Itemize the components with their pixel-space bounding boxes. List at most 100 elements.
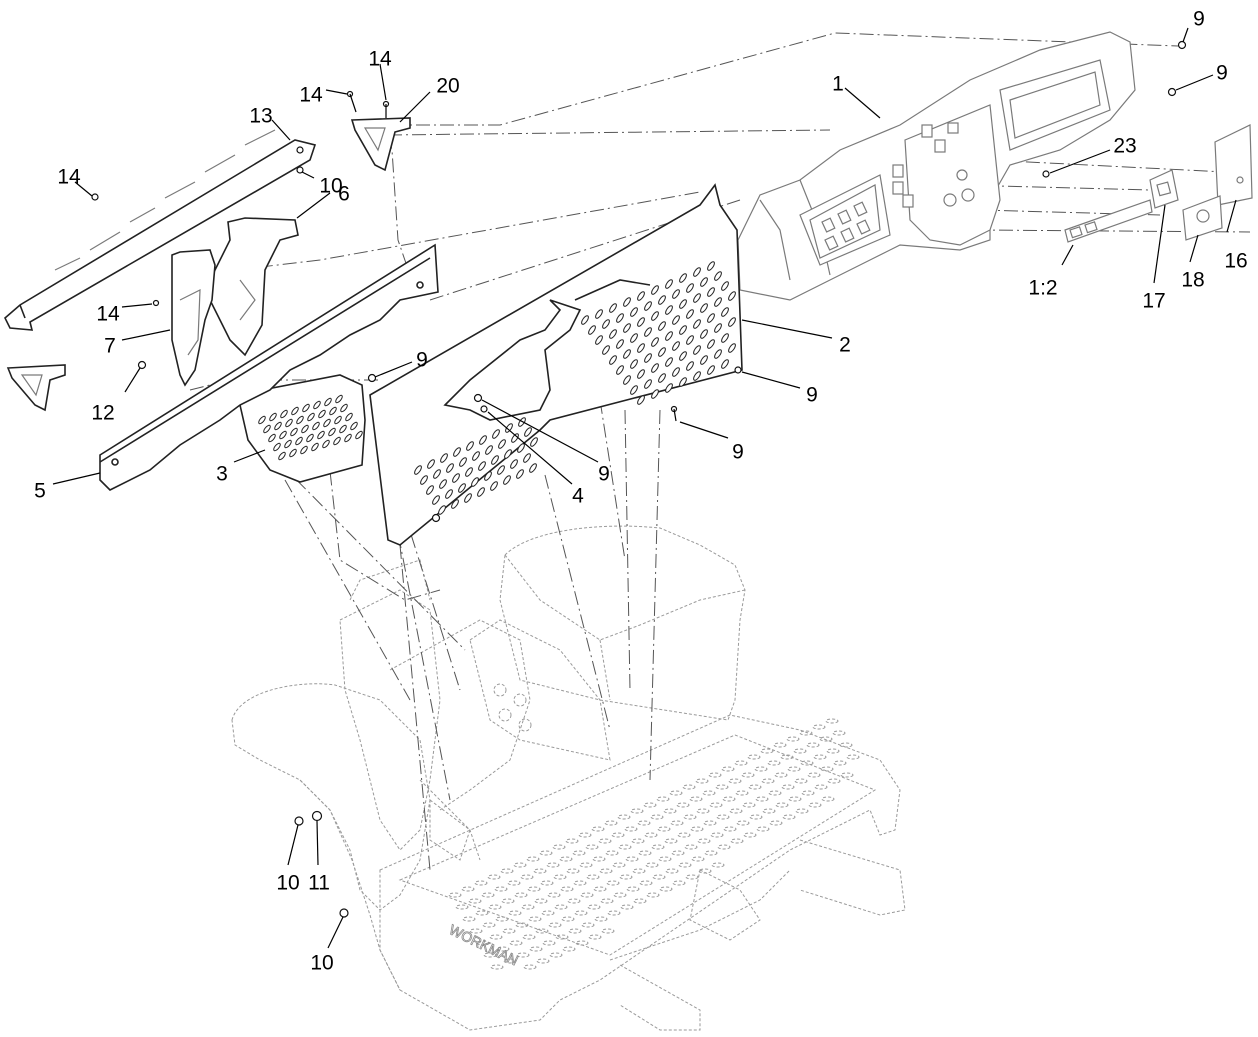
perforation-slot	[717, 844, 731, 850]
perforation-slot	[339, 424, 347, 434]
perforation-slot	[285, 418, 293, 428]
perforation-slot	[466, 441, 474, 451]
perforation-slot	[730, 838, 744, 844]
perforation-slot	[721, 766, 735, 772]
perforation-slot	[438, 505, 446, 515]
perforation-slot	[665, 331, 673, 341]
perforation-slot	[716, 814, 730, 820]
perforation-slot	[693, 319, 701, 329]
perforation-slot	[651, 844, 665, 850]
perforation-slot	[609, 329, 617, 339]
perforation-slot	[672, 367, 680, 377]
perforation-slot	[714, 297, 722, 307]
perforation-slot	[846, 754, 860, 760]
perforation-slot	[833, 760, 847, 766]
perforation-slot	[280, 409, 288, 419]
perforation-slot	[707, 261, 715, 271]
perforation-slot	[301, 424, 309, 434]
perforation-slot	[665, 357, 673, 367]
perforation-slot	[756, 826, 770, 832]
perforation-slot	[509, 940, 523, 946]
perforation-slot	[807, 772, 821, 778]
perforation-slot	[609, 355, 617, 365]
perforation-slot	[696, 808, 710, 814]
perforation-slot	[539, 850, 553, 856]
perforation-slot	[819, 736, 833, 742]
perforation-slot	[616, 313, 624, 323]
perforation-slot	[658, 321, 666, 331]
perforation-slot	[588, 934, 602, 940]
perforation-slot	[503, 958, 517, 964]
perforation-slot	[505, 423, 513, 433]
callout-10-b: 10	[276, 872, 299, 895]
perforation-slot	[643, 802, 657, 808]
perforation-slot	[517, 443, 525, 453]
callout-4: 4	[572, 485, 584, 508]
dash-panel-part-1	[737, 31, 1136, 301]
perforation-slot	[670, 820, 684, 826]
perforation-slot	[500, 868, 514, 874]
perforation-slot	[714, 349, 722, 359]
perforation-slot	[290, 427, 298, 437]
perforation-slot	[414, 465, 422, 475]
perforation-slot	[562, 946, 576, 952]
callout-12: 12	[91, 402, 114, 425]
perforation-slot	[630, 385, 638, 395]
perforation-slot	[773, 742, 787, 748]
perforation-slot	[639, 880, 653, 886]
perforation-slot	[651, 363, 659, 373]
perforation-slot	[728, 778, 742, 784]
perforation-slot	[671, 850, 685, 856]
perforation-slot	[637, 395, 645, 405]
perforation-slot	[323, 418, 331, 428]
perforation-slot	[825, 718, 839, 724]
callout-10-a: 10	[319, 175, 342, 198]
perforation-slot	[774, 772, 788, 778]
callout-23: 23	[1113, 135, 1136, 158]
perforation-slot	[340, 403, 348, 413]
perforation-slot	[665, 279, 673, 289]
callout-14-d: 14	[96, 303, 120, 326]
perforation-slot	[799, 730, 813, 736]
perforation-slot	[832, 730, 846, 736]
perforation-slot	[573, 880, 587, 886]
perforation-slot	[644, 353, 652, 363]
perforation-slot	[676, 802, 690, 808]
perforation-slot	[685, 874, 699, 880]
perforation-slot	[529, 463, 537, 473]
perforation-slot	[645, 862, 659, 868]
perforation-slot	[606, 880, 620, 886]
perforation-slot	[521, 904, 535, 910]
perforation-slot	[721, 333, 729, 343]
top-rail-part-13	[4, 129, 317, 331]
perforation-slot	[633, 898, 647, 904]
perforation-slot	[728, 343, 736, 353]
perforation-slot	[665, 383, 673, 393]
vehicle-body-ghost	[231, 525, 906, 1031]
perforation-slot	[658, 373, 666, 383]
perforation-slot	[350, 421, 358, 431]
perforation-slot	[599, 868, 613, 874]
callout-18: 18	[1181, 269, 1204, 292]
perforation-slot	[800, 760, 814, 766]
callout-9-e: 9	[732, 441, 744, 464]
brackets-part-6-7	[171, 217, 299, 387]
triangle-brackets	[6, 117, 411, 412]
perforation-slot	[672, 880, 686, 886]
perforation-slot	[546, 862, 560, 868]
perforation-slot	[278, 451, 286, 461]
perforation-slot	[768, 790, 782, 796]
perforation-slot	[527, 886, 541, 892]
perforation-slot	[607, 910, 621, 916]
perforation-slot	[605, 850, 619, 856]
callout-14-b: 14	[299, 84, 323, 107]
perforation-slot	[355, 430, 363, 440]
perforation-slot	[492, 429, 500, 439]
perforation-slot	[279, 430, 287, 440]
perforation-slot	[566, 868, 580, 874]
perforation-slot	[755, 796, 769, 802]
perforation-slot	[775, 802, 789, 808]
perforation-slot	[536, 958, 550, 964]
perforation-slot	[700, 277, 708, 287]
perforation-slot	[600, 898, 614, 904]
